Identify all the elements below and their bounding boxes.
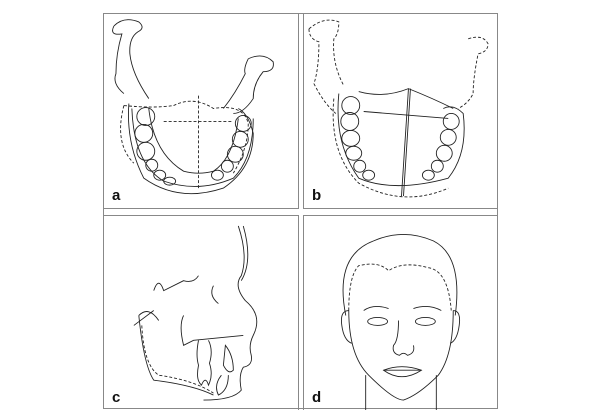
mandible-drawing-a xyxy=(112,19,274,195)
profile-drawing-c xyxy=(133,225,258,401)
panel-a-mandible-occlusal-view: a xyxy=(104,14,299,209)
panel-c-lateral-profile: c xyxy=(104,215,299,410)
panel-label: b xyxy=(312,187,322,204)
figure: a b c xyxy=(103,13,498,410)
panel-label: a xyxy=(112,187,121,204)
panel-b-mandible-split-view: b xyxy=(303,14,498,209)
panel-label: c xyxy=(112,389,121,406)
face-drawing-d xyxy=(341,233,461,410)
panel-d-frontal-face: d xyxy=(303,215,498,410)
panel-label: d xyxy=(312,389,322,406)
mandible-drawing-b xyxy=(308,19,489,198)
